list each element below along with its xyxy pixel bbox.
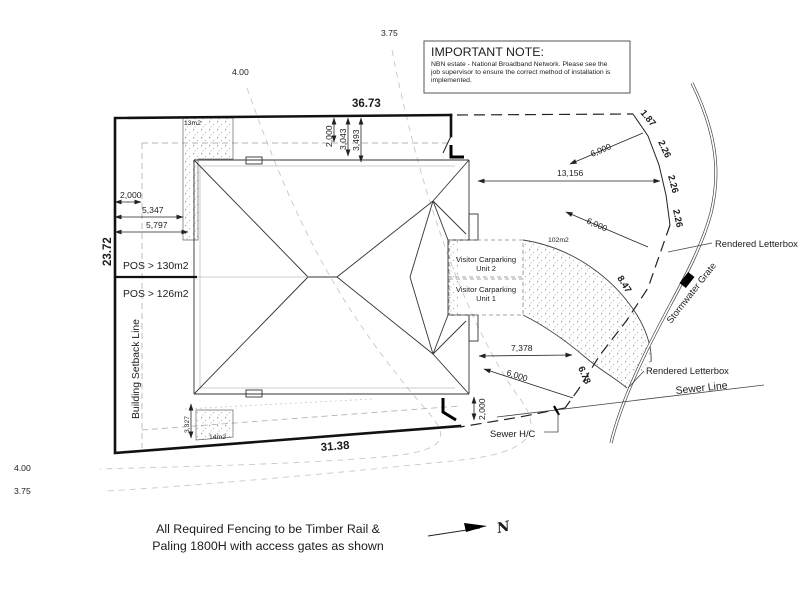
- svg-text:5,347: 5,347: [142, 205, 164, 215]
- area-label-13m2: 13m2: [184, 120, 201, 127]
- dimension-lines: [114, 117, 661, 439]
- site-boundary: [113, 113, 671, 455]
- stormwater-grate-marker: [679, 272, 695, 288]
- note-line-2: job supervisor to ensure the correct met…: [430, 69, 611, 76]
- carpark2-label: Visitor Carparking: [456, 255, 516, 264]
- feature-leaders: [627, 242, 713, 389]
- svg-text:2,000: 2,000: [477, 398, 487, 420]
- sewer-hc-label: Sewer H/C: [490, 428, 536, 439]
- svg-text:5,797: 5,797: [146, 220, 168, 230]
- svg-text:3,043: 3,043: [338, 128, 348, 150]
- north-arrow: N: [427, 518, 513, 537]
- sewer: [496, 384, 765, 433]
- carpark2-unit: Unit 2: [476, 264, 496, 273]
- svg-text:2.26: 2.26: [666, 174, 681, 194]
- svg-text:2.26: 2.26: [671, 208, 686, 228]
- svg-text:2.26: 2.26: [656, 138, 674, 159]
- contour-lines: [99, 49, 532, 492]
- letterbox-top-label: Rendered Letterbox: [715, 238, 798, 249]
- svg-text:6,000: 6,000: [505, 367, 529, 383]
- dim-bottom-width: 31.38: [320, 440, 350, 454]
- svg-text:2,000: 2,000: [324, 125, 334, 147]
- svg-text:3,327: 3,327: [184, 416, 191, 433]
- north-label: N: [495, 518, 513, 537]
- contour-label-375-top: 3.75: [381, 28, 398, 38]
- fencing-note-line2: Paling 1800H with access gates as shown: [152, 539, 384, 553]
- note-line-3: implemented.: [431, 77, 472, 84]
- letterbox-bottom-label: Rendered Letterbox: [646, 365, 729, 376]
- svg-text:6,000: 6,000: [589, 141, 613, 159]
- note-title: IMPORTANT NOTE:: [431, 45, 544, 59]
- access-gates: [441, 145, 464, 422]
- svg-text:7,378: 7,378: [511, 343, 533, 353]
- roof-hip-lines: [193, 159, 470, 395]
- area-label-102m2: 102m2: [548, 237, 569, 244]
- area-label-14m2: 14m2: [209, 434, 226, 441]
- driveway-area: [523, 240, 652, 388]
- pos-upper-label: POS > 130m2: [123, 261, 189, 272]
- stippled-areas: [182, 117, 652, 441]
- carpark1-unit: Unit 1: [476, 294, 496, 303]
- svg-text:6,000: 6,000: [585, 216, 609, 234]
- svg-text:13,156: 13,156: [557, 168, 584, 178]
- svg-text:6.78: 6.78: [576, 364, 593, 385]
- fencing-note-line1: All Required Fencing to be Timber Rail &: [156, 522, 381, 536]
- pos-lower-label: POS > 126m2: [123, 289, 189, 300]
- note-line-1: NBN estate - National Broadband Network.…: [431, 61, 608, 68]
- important-note-box: IMPORTANT NOTE: NBN estate - National Br…: [423, 40, 631, 94]
- contour-label-400-bottom: 4.00: [14, 463, 31, 473]
- dim-top-width: 36.73: [352, 98, 381, 110]
- contour-label-400-top: 4.00: [232, 67, 249, 77]
- svg-text:2,000: 2,000: [120, 190, 142, 200]
- dim-left-height: 23.72: [102, 237, 114, 266]
- svg-text:1.87: 1.87: [638, 107, 658, 128]
- visitor-carparks: Visitor Carparking Unit 2 Visitor Carpar…: [448, 239, 524, 316]
- dimension-labels: 13,156 6,000 6,000 6,000 7,378 2,000 2,0…: [120, 125, 613, 433]
- sewer-line-label: Sewer Line: [675, 381, 728, 397]
- svg-text:3,493: 3,493: [351, 129, 361, 151]
- building-setback-label: Building Setback Line: [131, 319, 142, 419]
- contour-label-375-bottom: 3.75: [14, 486, 31, 496]
- road-kerb: [609, 82, 718, 444]
- carpark1-label: Visitor Carparking: [456, 285, 516, 294]
- stormwater-grate-label: Stormwater Grate: [664, 260, 718, 325]
